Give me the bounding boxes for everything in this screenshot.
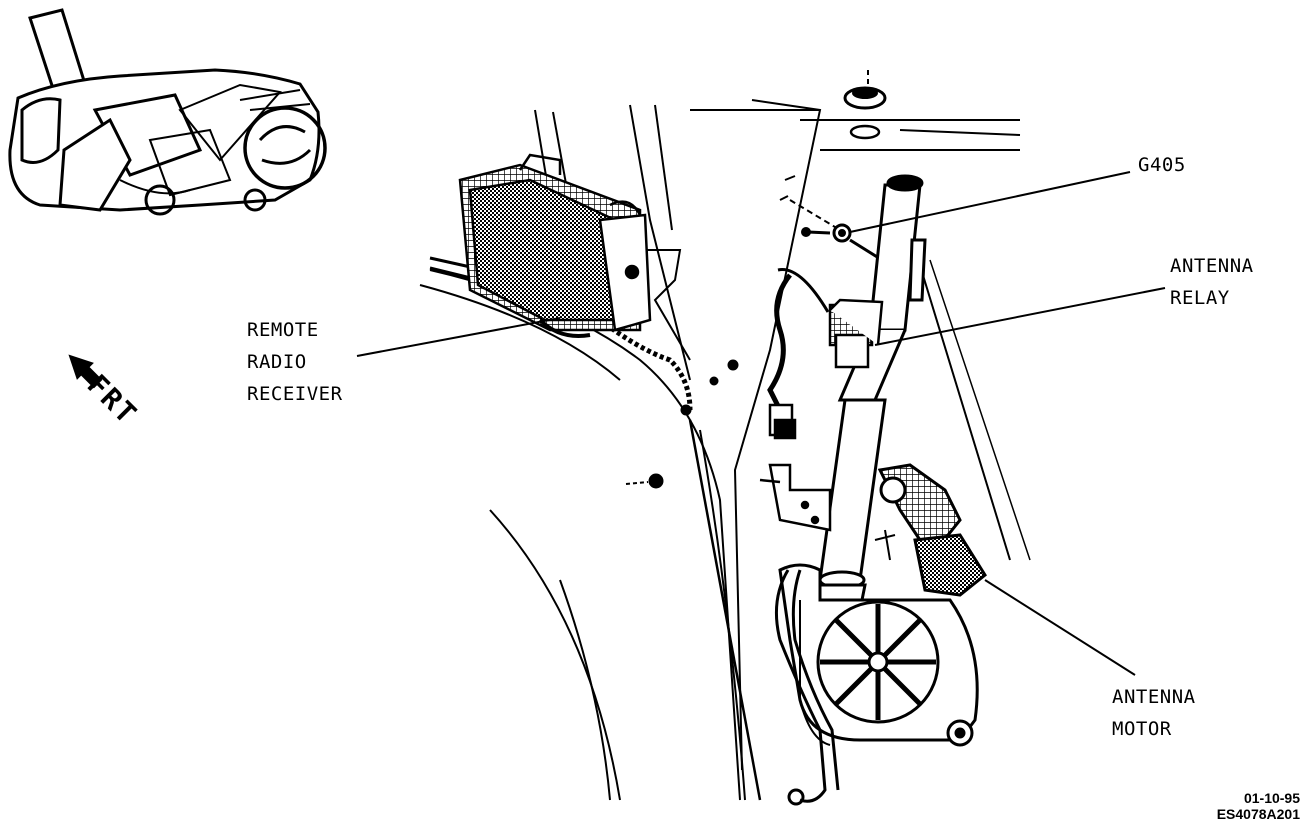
antenna-mast	[813, 174, 927, 612]
antenna-relay-line-1: ANTENNA	[1170, 255, 1254, 277]
vehicle-locator-thumbnail	[8, 8, 327, 216]
mounting-bracket	[759, 463, 832, 532]
g405-ground	[779, 70, 891, 267]
remote-radio-receiver-line-2: RADIO	[247, 351, 307, 373]
g405-label: G405	[1138, 154, 1186, 176]
antenna-motor-line-1: ANTENNA	[1112, 686, 1196, 708]
antenna-relay-label: ANTENNA RELAY	[1170, 250, 1254, 314]
figure-code: ES4078A201	[1216, 806, 1300, 822]
remote-radio-receiver-label: REMOTE RADIO RECEIVER	[247, 314, 343, 410]
remote-radio-receiver-module	[458, 153, 652, 338]
leader-lines	[356, 171, 1166, 676]
remote-radio-receiver-line-1: REMOTE	[247, 319, 319, 341]
leader-g405	[849, 171, 1131, 233]
leader-antenna-motor	[984, 579, 1136, 676]
fasteners	[625, 359, 739, 489]
antenna-relay	[767, 268, 884, 440]
antenna-relay-line-2: RELAY	[1170, 287, 1230, 309]
figure-footer: 01-10-95 ES4078A201	[1217, 790, 1300, 822]
drain-tube	[774, 569, 840, 806]
leader-remote-radio-receiver	[356, 317, 561, 357]
antenna-motor-label: ANTENNA MOTOR	[1112, 681, 1196, 745]
leader-antenna-relay	[874, 287, 1166, 346]
antenna-motor-line-2: MOTOR	[1112, 718, 1172, 740]
antenna-motor	[778, 463, 987, 747]
remote-radio-receiver-line-3: RECEIVER	[247, 383, 343, 405]
figure-date: 01-10-95	[1243, 790, 1300, 806]
